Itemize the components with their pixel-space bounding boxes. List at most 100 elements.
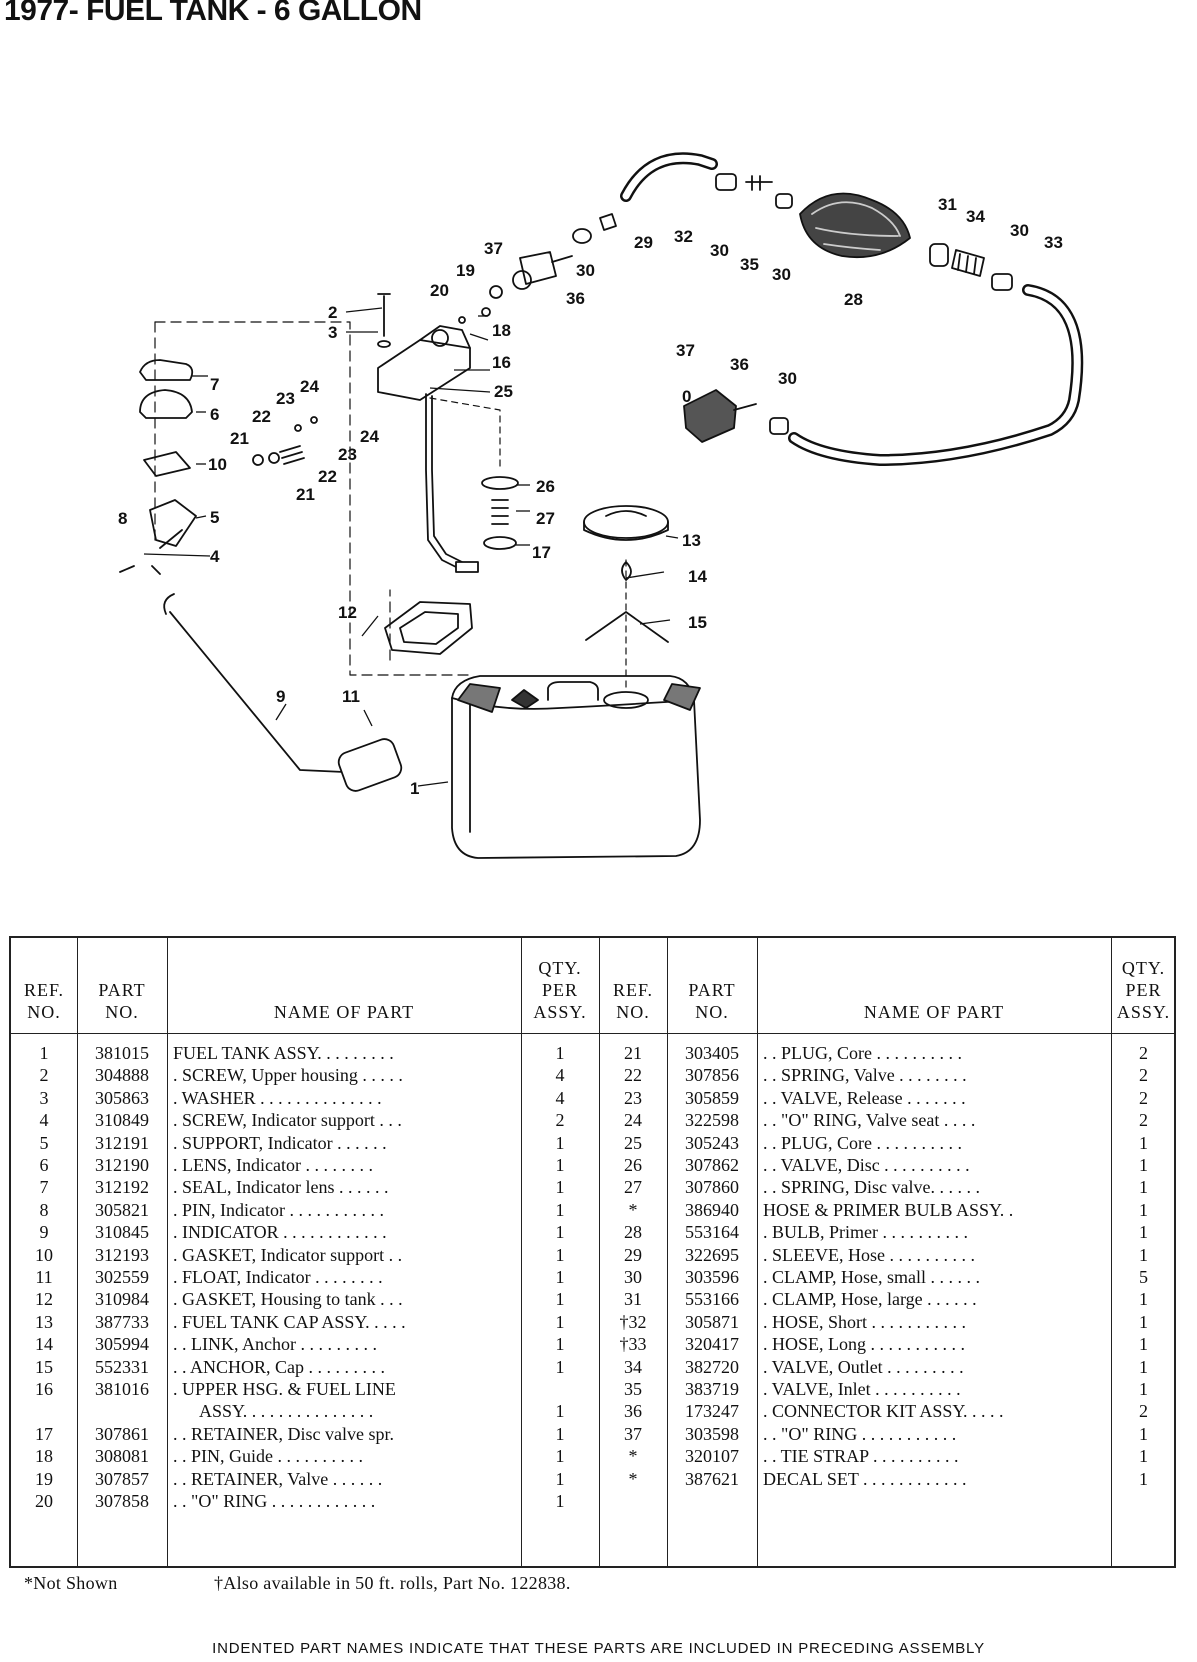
part-name-cell: . INDICATOR . . . . . . . . . . . . <box>173 1222 387 1243</box>
part-name-cell: . . VALVE, Release . . . . . . . <box>763 1087 966 1108</box>
ref-cell: 21 <box>624 1043 642 1063</box>
part-no-cell: 302559 <box>95 1267 149 1287</box>
callout-24b: 24 <box>360 427 379 446</box>
part-no-cell: 381016 <box>95 1379 149 1399</box>
qty-cell: 2 <box>1139 1043 1148 1063</box>
part-name-cell: . GASKET, Indicator support . . <box>173 1244 403 1265</box>
part-name-cell: . . SPRING, Valve . . . . . . . . <box>763 1065 967 1086</box>
callout-37b: 37 <box>676 341 695 360</box>
ref-cell: 7 <box>39 1177 49 1198</box>
part-no-cell: 386940 <box>685 1199 739 1220</box>
part-name-cell: . . LINK, Anchor . . . . . . . . . <box>173 1334 377 1355</box>
callout-36b: 36 <box>730 355 749 374</box>
ref-cell: 19 <box>35 1468 53 1489</box>
part-no-cell: 312190 <box>95 1155 149 1175</box>
part-no-cell: 553166 <box>685 1289 739 1310</box>
upper-housing-drawing <box>377 325 479 573</box>
qty-cell: 1 <box>1139 1311 1148 1332</box>
part-name-cell: . PIN, Indicator . . . . . . . . . . . <box>173 1199 384 1220</box>
part-name-cell: . . RETAINER, Valve . . . . . . <box>173 1468 383 1489</box>
qty-cell: 1 <box>555 1334 565 1355</box>
part-name-cell: . FLOAT, Indicator . . . . . . . . <box>173 1267 383 1287</box>
part-no-cell: 310845 <box>95 1222 149 1243</box>
qty-cell: 1 <box>555 1132 565 1153</box>
table-row: 11 302559 . FLOAT, Indicator . . . . . . .… <box>11 1265 1174 1289</box>
ref-cell: 4 <box>39 1110 49 1131</box>
part-name-cell: . . "O" RING . . . . . . . . . . . . <box>173 1491 376 1511</box>
ref-cell: †33 <box>619 1334 647 1355</box>
part-no-cell: 312193 <box>95 1244 149 1265</box>
qty-cell: 4 <box>555 1065 565 1086</box>
ref-cell: 28 <box>624 1222 642 1243</box>
qty-cell: 1 <box>555 1468 565 1489</box>
ref-cell: 10 <box>35 1244 53 1265</box>
part-name-cell: . GASKET, Housing to tank . . . <box>173 1289 403 1310</box>
part-name-cell: . . TIE STRAP . . . . . . . . . . <box>763 1446 959 1467</box>
part-name-cell: . LENS, Indicator . . . . . . . . <box>173 1155 373 1175</box>
part-name-cell: . HOSE, Short . . . . . . . . . . . <box>763 1311 967 1332</box>
qty-cell: 1 <box>555 1267 565 1287</box>
qty-cell: 1 <box>1139 1379 1148 1399</box>
qty-cell: 2 <box>1139 1110 1148 1131</box>
part-name-cell: . HOSE, Long . . . . . . . . . . . <box>763 1334 965 1355</box>
part-name-cell: HOSE & PRIMER BULB ASSY. . <box>763 1199 1014 1220</box>
part-no-cell: 322598 <box>685 1110 739 1131</box>
callout-23b: 23 <box>338 445 357 464</box>
callout-15: 15 <box>688 613 707 632</box>
ref-cell: 35 <box>624 1379 642 1399</box>
callout-3: 3 <box>328 323 337 342</box>
part-no-cell: 305859 <box>685 1087 739 1108</box>
ref-cell: 3 <box>39 1087 49 1108</box>
callout-9: 9 <box>276 687 285 706</box>
ref-cell: 11 <box>35 1267 53 1287</box>
callout-10: 10 <box>208 455 227 474</box>
qty-cell: 2 <box>1139 1401 1148 1422</box>
qty-cell: 1 <box>1139 1468 1148 1489</box>
part-no-cell: 304888 <box>95 1065 149 1086</box>
ref-cell: 36 <box>624 1401 642 1422</box>
ref-cell: 27 <box>624 1177 642 1198</box>
part-name-cell: . . ANCHOR, Cap . . . . . . . . . <box>173 1356 386 1377</box>
fuel-tank-drawing <box>451 675 701 859</box>
ref-cell: * <box>628 1446 638 1467</box>
part-no-cell: 382720 <box>685 1356 739 1377</box>
callout-14: 14 <box>688 567 707 586</box>
qty-cell: 1 <box>555 1177 565 1198</box>
callout-1: 1 <box>410 779 419 798</box>
callout-19: 19 <box>456 261 475 280</box>
part-name-cell: . . PLUG, Core . . . . . . . . . . <box>763 1132 962 1153</box>
ref-cell: 26 <box>624 1155 642 1175</box>
callout-30a: 30 <box>576 261 595 280</box>
part-no-cell: 383719 <box>685 1379 739 1399</box>
part-no-cell: 322695 <box>685 1244 739 1265</box>
callout-6: 6 <box>210 405 219 424</box>
qty-cell: 1 <box>1139 1423 1148 1444</box>
header-part-no-right: PART NO. <box>688 980 736 1022</box>
header-ref-no: REF. NO. <box>23 980 65 1022</box>
callout-30d: 30 <box>1010 221 1029 240</box>
ref-cell: 20 <box>35 1491 53 1511</box>
header-part-no: PART NO. <box>98 980 146 1022</box>
part-no-cell: 310849 <box>95 1110 149 1131</box>
qty-cell: 1 <box>1139 1356 1148 1377</box>
qty-cell: 1 <box>1139 1446 1148 1467</box>
header-qty-per-assy-right: QTY. PER ASSY. <box>1116 958 1171 1022</box>
qty-cell: 1 <box>1139 1199 1148 1220</box>
part-no-cell: 553164 <box>685 1222 739 1243</box>
part-name-cell: . SCREW, Upper housing . . . . . <box>173 1065 403 1086</box>
